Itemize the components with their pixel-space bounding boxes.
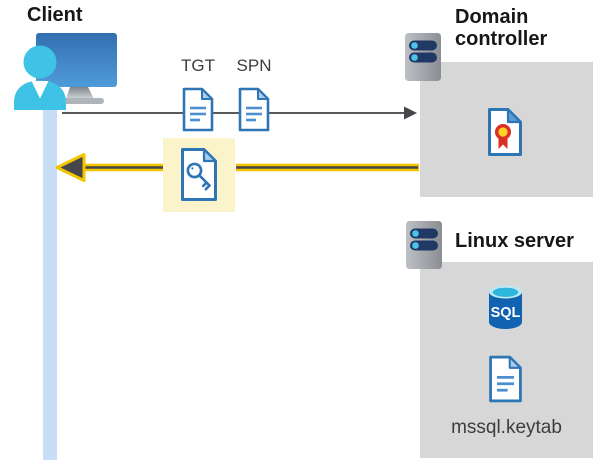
response-arrow — [55, 153, 419, 182]
keytab-label: mssql.keytab — [451, 417, 562, 438]
certificate-icon — [488, 108, 522, 156]
spn-document-icon — [238, 87, 270, 132]
key-glyph — [186, 162, 211, 191]
domain-controller-server-icon — [405, 33, 441, 81]
client-label: Client — [27, 4, 83, 26]
linux-server-icon — [406, 221, 442, 269]
monitor-icon — [36, 33, 117, 104]
linux-server-label: Linux server — [455, 230, 574, 252]
tgt-label: TGT — [181, 56, 215, 75]
key-document-icon — [181, 148, 217, 201]
keytab-document-icon — [489, 355, 522, 403]
user-icon — [14, 45, 66, 110]
spn-label: SPN — [236, 56, 272, 75]
sql-icon-label: SQL — [491, 305, 521, 321]
client-timeline-bar — [43, 96, 57, 460]
client-icon — [14, 33, 117, 110]
request-arrow — [62, 106, 417, 120]
sql-database-icon: SQL — [489, 285, 522, 329]
tgt-document-icon — [182, 87, 214, 132]
domain-controller-label: Domain controller — [455, 6, 548, 50]
